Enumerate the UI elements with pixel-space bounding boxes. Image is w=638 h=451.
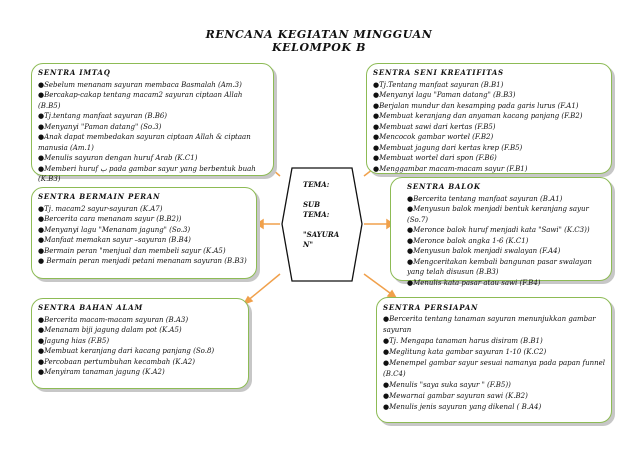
box-sentra-seni-kreatifitas: SENTRA SENI KREATIFITAS ●Tj.Tentang manf… xyxy=(366,63,612,174)
box-heading: SENTRA IMTAQ xyxy=(38,68,111,77)
list-item: ●Menulis kata pasar atau sawi (F.B4) xyxy=(407,278,541,287)
list-item: ●Membuat sawi dari kertas (F.B5) xyxy=(373,122,496,131)
list-item: ●Menulis jenis sayuran yang dikenal ( B.… xyxy=(383,403,542,411)
sub-tema-value-1: "SAYURA xyxy=(303,230,340,239)
box-sentra-bahan-alam: SENTRA BAHAN ALAM ●Bercerita macam-macam… xyxy=(31,298,249,389)
box-heading: SENTRA BALOK xyxy=(407,182,481,191)
list-item: ●Menulis sayuran dengan huruf Arab (K.C1… xyxy=(38,154,198,162)
list-item: ●Jagung hias (F.B5) xyxy=(38,336,110,345)
title-line-2: KELOMPOK B xyxy=(272,41,366,54)
list-item: ●Bercerita cara menanam sayur (B.B2)) xyxy=(38,215,182,223)
box-sentra-persiapan: SENTRA PERSIAPAN ●Bercerita tentang tana… xyxy=(376,297,612,423)
list-item: ●Berjalan mundur dan kesamping pada gari… xyxy=(373,101,579,110)
list-item: ●Membuat wortel dari spon (F.B6) xyxy=(373,154,497,162)
box-heading: SENTRA BERMAIN PERAN xyxy=(38,192,161,201)
box-sentra-balok: SENTRA BALOK ●Bercerita tentang manfaat … xyxy=(390,177,612,287)
box-sentra-imtaq: SENTRA IMTAQ ●Sebelum menanam sayuran me… xyxy=(31,63,274,183)
sub-tema-label-2: TEMA: xyxy=(303,210,330,219)
list-item: ●Percobaan pertumbuhan kecambah (K.A2) xyxy=(38,357,195,366)
list-item: ●Bercakap-cakap tentang macam2 sayuran c… xyxy=(38,91,243,110)
list-item: ●Menulis "saya suka sayur " (F.B5)) xyxy=(383,381,511,389)
tema-label: TEMA: xyxy=(303,180,330,189)
list-item: ●Menyusun balok menjadi swalayan (F.A4) xyxy=(407,247,561,255)
list-item: ●Bercerita tentang tanaman sayuran menun… xyxy=(383,315,596,334)
list-item: ●Menyanyi lagu "Menanam jagung" (So.3) xyxy=(38,225,191,234)
box-sentra-bermain-peran: SENTRA BERMAIN PERAN ●Tj. macam2 sayur-s… xyxy=(31,187,257,279)
list-item: ●Sebelum menanam sayuran membaca Basmala… xyxy=(38,80,242,89)
list-item: ●Manfaat memakan sayur –sayuran (B.B4) xyxy=(38,236,191,244)
list-item: ●Membuat jagung dari kertas krep (F.B5) xyxy=(373,143,523,152)
arrow-peran xyxy=(255,218,264,230)
list-item: ●Menyanyi "Paman datang" (So.3) xyxy=(38,122,162,131)
center-theme-hexagon: TEMA: SUB TEMA: "SAYURA N" xyxy=(280,166,364,283)
connector-persiapan xyxy=(363,273,395,297)
list-item: ●Menyanyi lagu "Paman datang" (B.B3) xyxy=(373,91,516,99)
title-line-1: RENCANA KEGIATAN MINGGUAN xyxy=(205,28,433,41)
list-item: ●Mengceritakan kembali bangunan pasar sw… xyxy=(407,257,592,277)
list-item: ●Tj.tentang manfaat sayuran (B.B6) xyxy=(38,112,168,120)
list-item: ● Bermain peran menjadi petani menanam s… xyxy=(38,257,247,265)
list-item: ●Menanam biji jagung dalam pot (K.A5) xyxy=(38,326,182,334)
list-item: ●Membuat keranjang dan anyaman kacang pa… xyxy=(373,112,583,120)
list-item: ●Menyusun balok menjadi bentuk keranjang… xyxy=(407,205,589,224)
sub-tema-label-1: SUB xyxy=(303,200,321,209)
list-item: ●Anak dapat membedakan sayuran ciptaan A… xyxy=(38,133,251,152)
list-item: ●Tj. macam2 sayur-sayuran (K.A7) xyxy=(38,204,163,213)
list-item: ●Mencocok gambar wortel (F.B2) xyxy=(373,133,494,141)
list-item: ●Menempel gambar sayur sesuai namanya pa… xyxy=(383,359,606,378)
box-heading: SENTRA BAHAN ALAM xyxy=(38,303,144,312)
list-item: ●Meronce balok huruf menjadi kata "Sawi"… xyxy=(407,226,590,234)
list-item: ●Bermain peran "menjual dan membeli sayu… xyxy=(38,246,226,255)
connector-alam xyxy=(245,273,281,303)
list-item: ●Tj. Mengapa tanaman harus disiram (B.B1… xyxy=(383,337,543,345)
sub-tema-value-2: N" xyxy=(303,240,314,249)
list-item: ●Menggambar macam-macam sayur (F.B1) xyxy=(373,164,528,173)
list-item: ●Menyiram tanaman jagung (K.A2) xyxy=(38,368,165,376)
list-item: ●Meronce balok angka 1-6 (K.C1) xyxy=(407,236,529,245)
hexagon-shape xyxy=(281,167,363,282)
list-item: ●Meglitung kata gambar sayuran 1-10 (K.C… xyxy=(383,348,547,356)
box-heading: SENTRA PERSIAPAN xyxy=(383,303,479,312)
list-item: ●Memberi huruf ب pada gambar sayur yang … xyxy=(38,164,256,184)
list-item: ●Tj.Tentang manfaat sayuran (B.B1) xyxy=(373,80,504,89)
box-heading: SENTRA SENI KREATIFITAS xyxy=(373,68,504,77)
list-item: ●Bercerita macam-macam sayuran (B.A3) xyxy=(38,315,189,324)
list-item: ●Mewarnai gambar sayuran sawi (K.B2) xyxy=(383,392,528,400)
list-item: ●Membuat keranjang dari kacang panjang (… xyxy=(38,347,215,355)
list-item: ●Bercerita tentang manfaat sayuran (B.A1… xyxy=(407,194,563,203)
